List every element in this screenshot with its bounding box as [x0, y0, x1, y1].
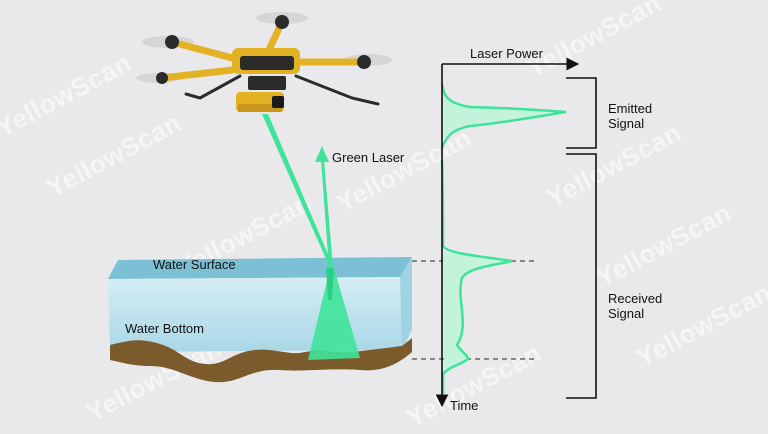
water-bottom-label: Water Bottom: [125, 321, 204, 336]
received-signal-label-line1: Received: [608, 291, 663, 306]
time-axis-label: Time: [450, 398, 479, 413]
laser-beams: [262, 114, 360, 360]
received-signal-label: Received Signal: [608, 291, 662, 321]
laser-return-arrowhead: [315, 146, 329, 162]
water-surface-label: Water Surface: [153, 257, 236, 272]
water-side: [400, 257, 412, 350]
green-laser-label: Green Laser: [332, 150, 405, 165]
received-signal-fill: [443, 250, 512, 370]
emitted-signal-fill: [443, 90, 566, 145]
water-block: [108, 257, 412, 383]
water-body: [108, 277, 402, 352]
received-bracket: [566, 153, 597, 399]
drone: [136, 12, 392, 112]
emitted-signal-label-line2: Signal: [608, 116, 645, 131]
received-signal-curve: [440, 159, 513, 394]
laser-power-axis-label: Laser Power: [470, 46, 543, 61]
seabed: [110, 338, 412, 383]
emitted-signal-label: Emitted Signal: [608, 101, 652, 131]
emitted-bracket: [566, 77, 597, 149]
water-surface-plane: [108, 257, 412, 279]
received-signal-label-line2: Signal: [608, 306, 645, 321]
emitted-signal-curve: [440, 83, 567, 149]
laser-beam-underwater: [308, 268, 360, 360]
emitted-signal-label-line1: Emitted: [608, 101, 653, 116]
laser-beam-down: [262, 114, 334, 268]
laser-beam-underwater-core: [326, 268, 334, 300]
laser-beam-return: [321, 160, 333, 268]
waveform-graph: [412, 57, 597, 408]
